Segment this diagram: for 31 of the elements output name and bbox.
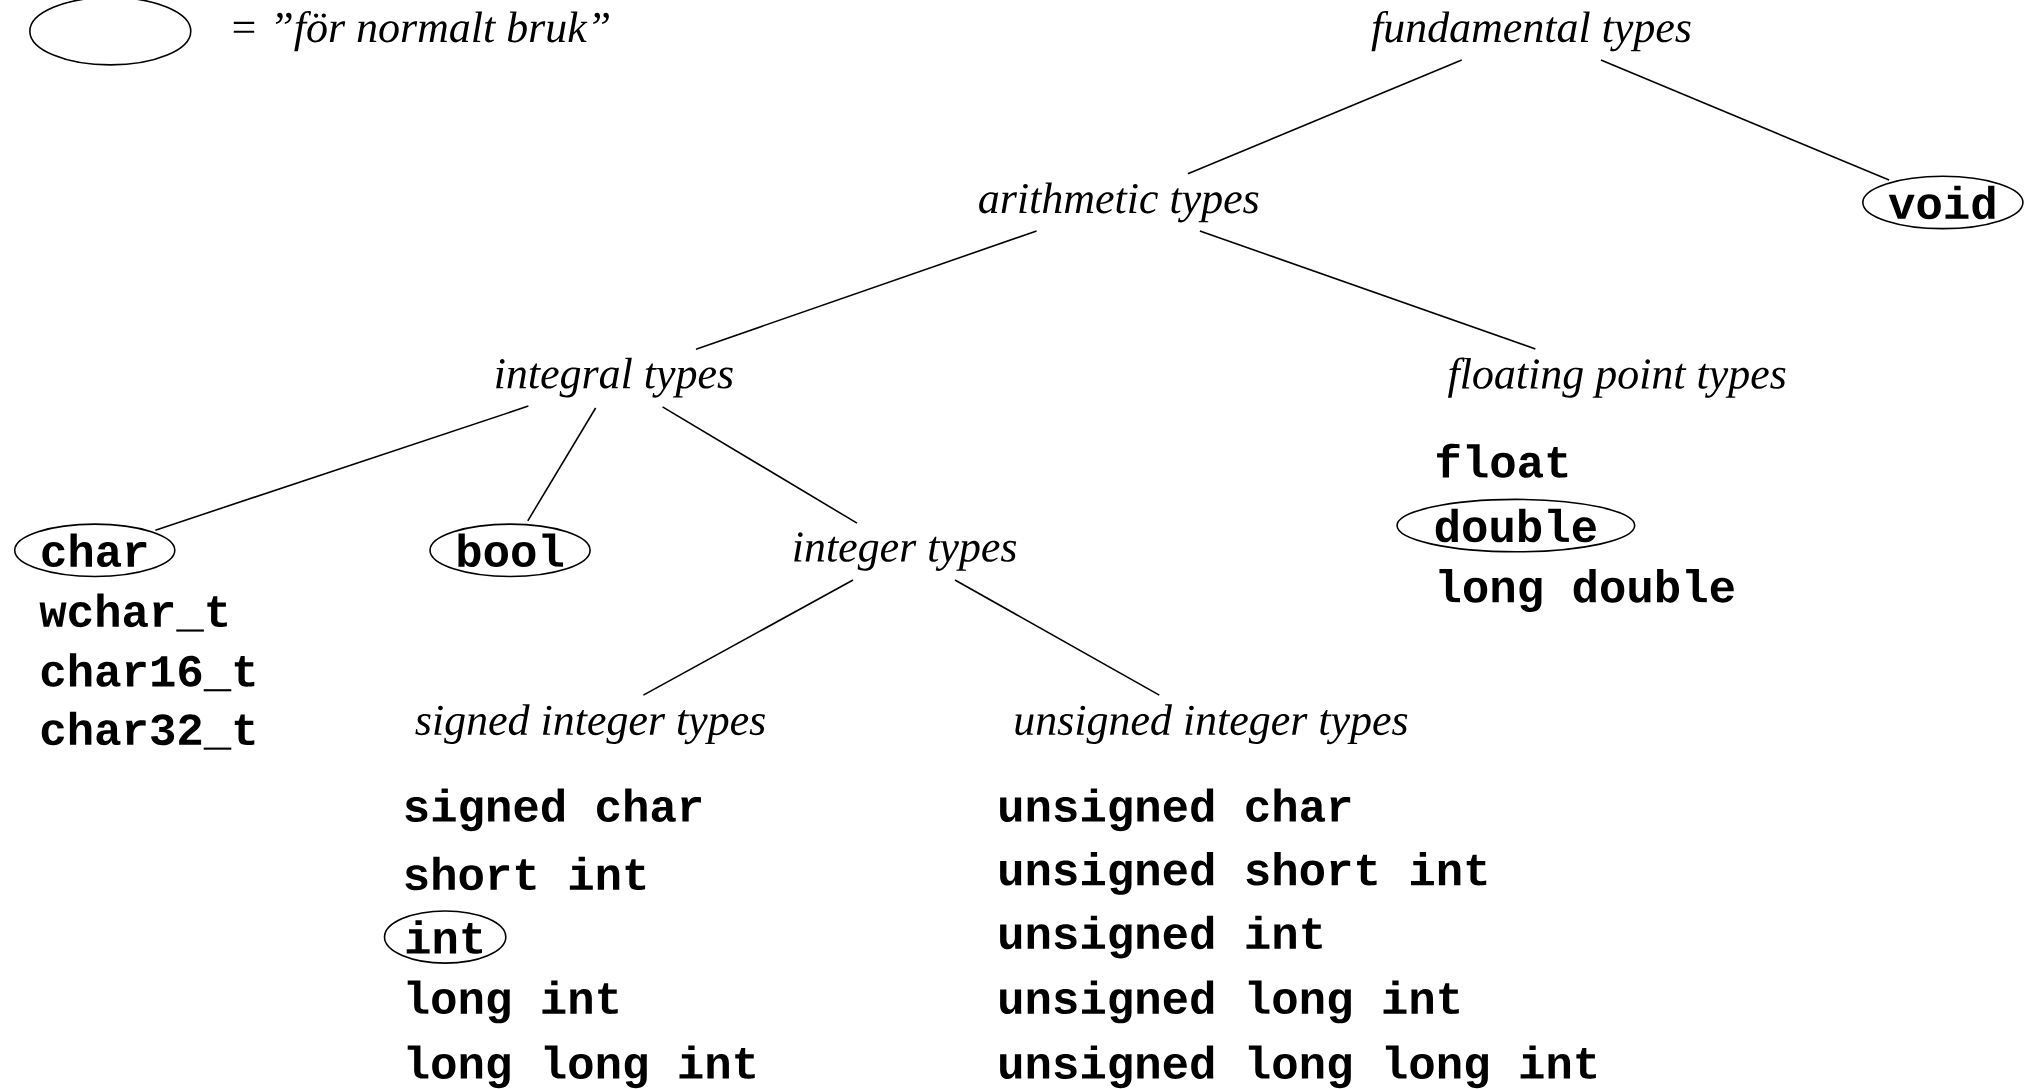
category-label: integral types — [496, 357, 733, 398]
type-name: unsigned long int — [1000, 980, 1459, 1024]
legend-entry: = ”för normalt bruk” — [29, 0, 609, 66]
type-name: signed char — [405, 788, 701, 832]
category-label: integer types — [794, 532, 1017, 571]
category-label: signed integer types — [415, 704, 765, 745]
circled-type: int — [383, 910, 507, 964]
type-name: unsigned char — [1000, 788, 1351, 832]
tree-line — [1600, 59, 1890, 181]
type-name: unsigned int — [1000, 915, 1322, 959]
tree-line — [954, 579, 1161, 696]
type-name: char16_t — [41, 653, 255, 692]
type-name: long long int — [407, 1045, 755, 1089]
tree-line — [642, 579, 854, 696]
tree-line — [154, 405, 530, 531]
circled-type: void — [1862, 175, 2024, 230]
tree-line — [1199, 230, 1537, 350]
type-name: unsigned short int — [1000, 852, 1487, 895]
category-label: unsigned integer types — [1015, 704, 1408, 745]
tree-line — [1187, 59, 1463, 175]
circled-type: char — [13, 523, 176, 578]
tree-line — [527, 407, 597, 522]
circled-type: bool — [429, 523, 591, 578]
type-name: unsigned long long int — [1000, 1045, 1596, 1089]
category-label: fundamental types — [1371, 11, 1691, 52]
tree-line — [661, 406, 858, 524]
circled-type: double — [1396, 498, 1636, 553]
category-label: floating point types — [1448, 357, 1786, 398]
tree-line — [695, 230, 1038, 350]
type-name: char32_t — [41, 711, 255, 750]
category-label: arithmetic types — [979, 182, 1259, 223]
